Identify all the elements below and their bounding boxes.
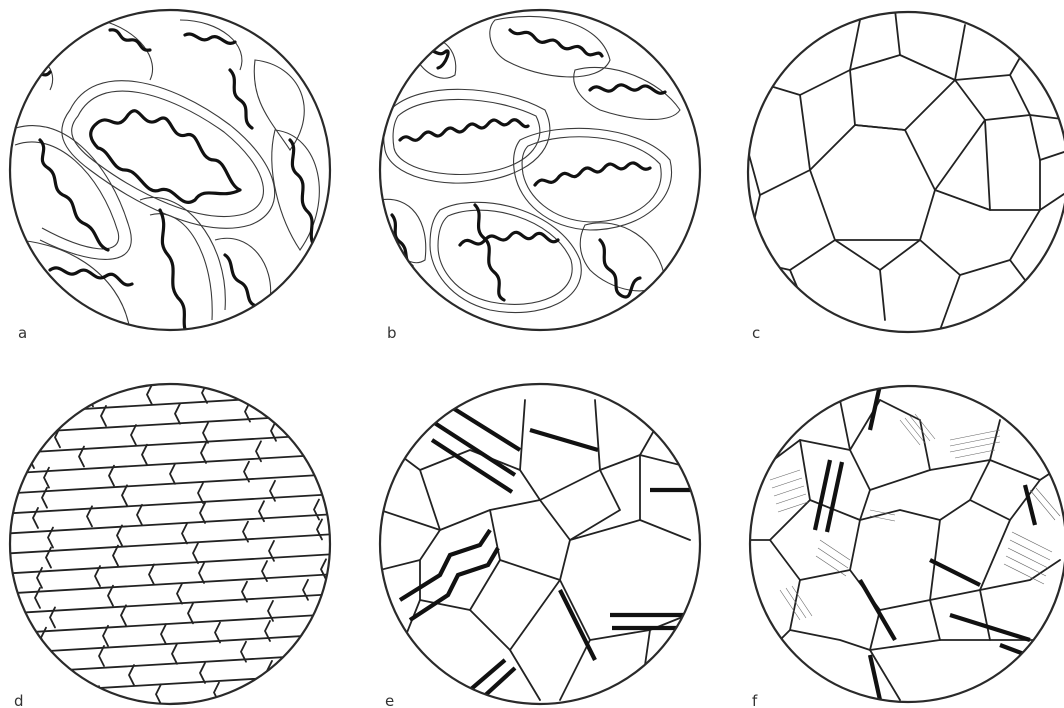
panel-a-label: a — [18, 324, 27, 342]
panel-d: d — [0, 374, 576, 708]
panel-f-label: f — [752, 692, 758, 708]
panel-d-drawing — [0, 374, 576, 708]
panel-e-label: e — [385, 692, 394, 708]
panel-f-drawing — [740, 385, 1064, 700]
panel-a-drawing — [10, 20, 319, 338]
panel-c-drawing — [700, 10, 1064, 330]
panel-c: c — [700, 10, 1064, 342]
panel-b-drawing — [380, 16, 680, 330]
panel-d-label: d — [14, 692, 24, 708]
panel-e-drawing — [380, 400, 700, 700]
panel-b-label: b — [387, 324, 397, 342]
panel-e: e — [380, 384, 700, 708]
panel-c-label: c — [752, 324, 760, 342]
panel-a: a — [10, 10, 330, 342]
panel-b: b — [380, 10, 700, 342]
panel-f: f — [740, 385, 1064, 708]
